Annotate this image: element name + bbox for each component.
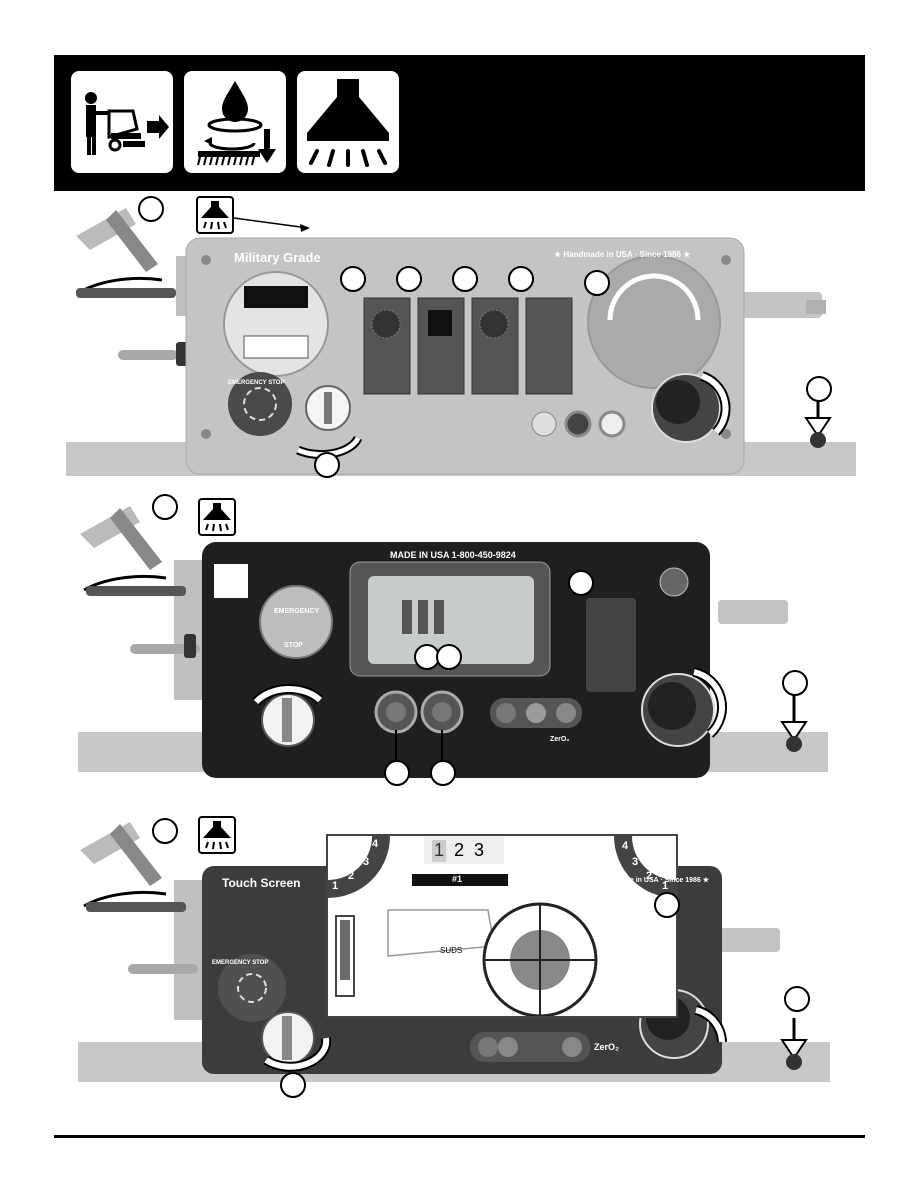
callout-marker	[568, 570, 594, 596]
emergency-stop-label: EMERGENCY STOP	[212, 960, 269, 966]
touch-screen-display: 4 3 2 1 1 2 3 #1 SUDS 4 3 2 1	[326, 834, 678, 1018]
left-dial-value-1: 1	[332, 880, 339, 892]
callout-marker	[314, 452, 340, 478]
footer-rule	[54, 1135, 865, 1138]
left-dial-value-4: 4	[372, 838, 379, 850]
panel-title: Military Grade	[234, 250, 321, 265]
callout-marker	[152, 818, 178, 844]
callout-marker	[152, 494, 178, 520]
emergency-stop-line1: EMERGENCY	[274, 608, 320, 615]
callout-marker	[452, 266, 478, 292]
panel-title: Touch Screen	[222, 876, 301, 890]
callout-marker	[806, 376, 832, 402]
tagline: Handmade in USA · Since 1986 ★	[598, 877, 710, 884]
vacuum-hood-icon	[198, 816, 236, 854]
suds-label: SUDS	[440, 946, 463, 955]
emergency-stop-label: EMERGENCY STOP	[228, 380, 285, 386]
header-banner	[54, 55, 865, 191]
right-dial-value-4: 4	[622, 840, 629, 852]
made-in-usa-section: MADE IN USA 1-800-450-9824 EMERGENCY STO…	[78, 494, 854, 786]
vacuum-hood-icon	[297, 71, 399, 173]
callout-marker	[384, 760, 410, 786]
left-dial-value-2: 2	[348, 870, 355, 882]
right-dial-value-3: 3	[632, 856, 639, 868]
callout-marker	[654, 892, 680, 918]
vacuum-hood-icon	[198, 498, 236, 536]
right-dial-value-2: 2	[646, 870, 653, 882]
panel-header: MADE IN USA 1-800-450-9824	[390, 550, 516, 560]
callout-marker	[340, 266, 366, 292]
brand-label: ZerO₂	[550, 736, 570, 743]
callout-marker	[436, 644, 462, 670]
callout-marker	[430, 760, 456, 786]
military-grade-section: Military Grade ★ Handmade in USA · Since…	[66, 196, 856, 478]
callout-marker	[396, 266, 422, 292]
mode-1[interactable]: 1	[434, 840, 445, 860]
mode-2[interactable]: 2	[454, 840, 465, 860]
callout-marker	[584, 270, 610, 296]
callout-marker	[782, 670, 808, 696]
callout-marker	[280, 1072, 306, 1098]
operator-pushing-machine-icon	[71, 71, 173, 173]
callout-marker	[784, 986, 810, 1012]
emergency-stop-line2: STOP	[284, 642, 303, 649]
left-dial-value-3: 3	[363, 856, 370, 868]
water-drop-brush-icon	[184, 71, 286, 173]
callout-marker	[508, 266, 534, 292]
right-dial-value-1: 1	[662, 880, 669, 892]
tagline: ★ Handmade in USA · Since 1986 ★	[554, 250, 691, 259]
touch-screen-section: 4 3 2 1 1 2 3 #1 SUDS 4 3 2 1 Touch Scre…	[78, 810, 858, 1104]
brand-label: ZerO₂	[594, 1042, 620, 1052]
mode-3[interactable]: 3	[474, 840, 485, 860]
callout-marker	[138, 196, 164, 222]
vacuum-hood-icon	[196, 196, 234, 234]
selected-mode-label: #1	[452, 874, 463, 884]
